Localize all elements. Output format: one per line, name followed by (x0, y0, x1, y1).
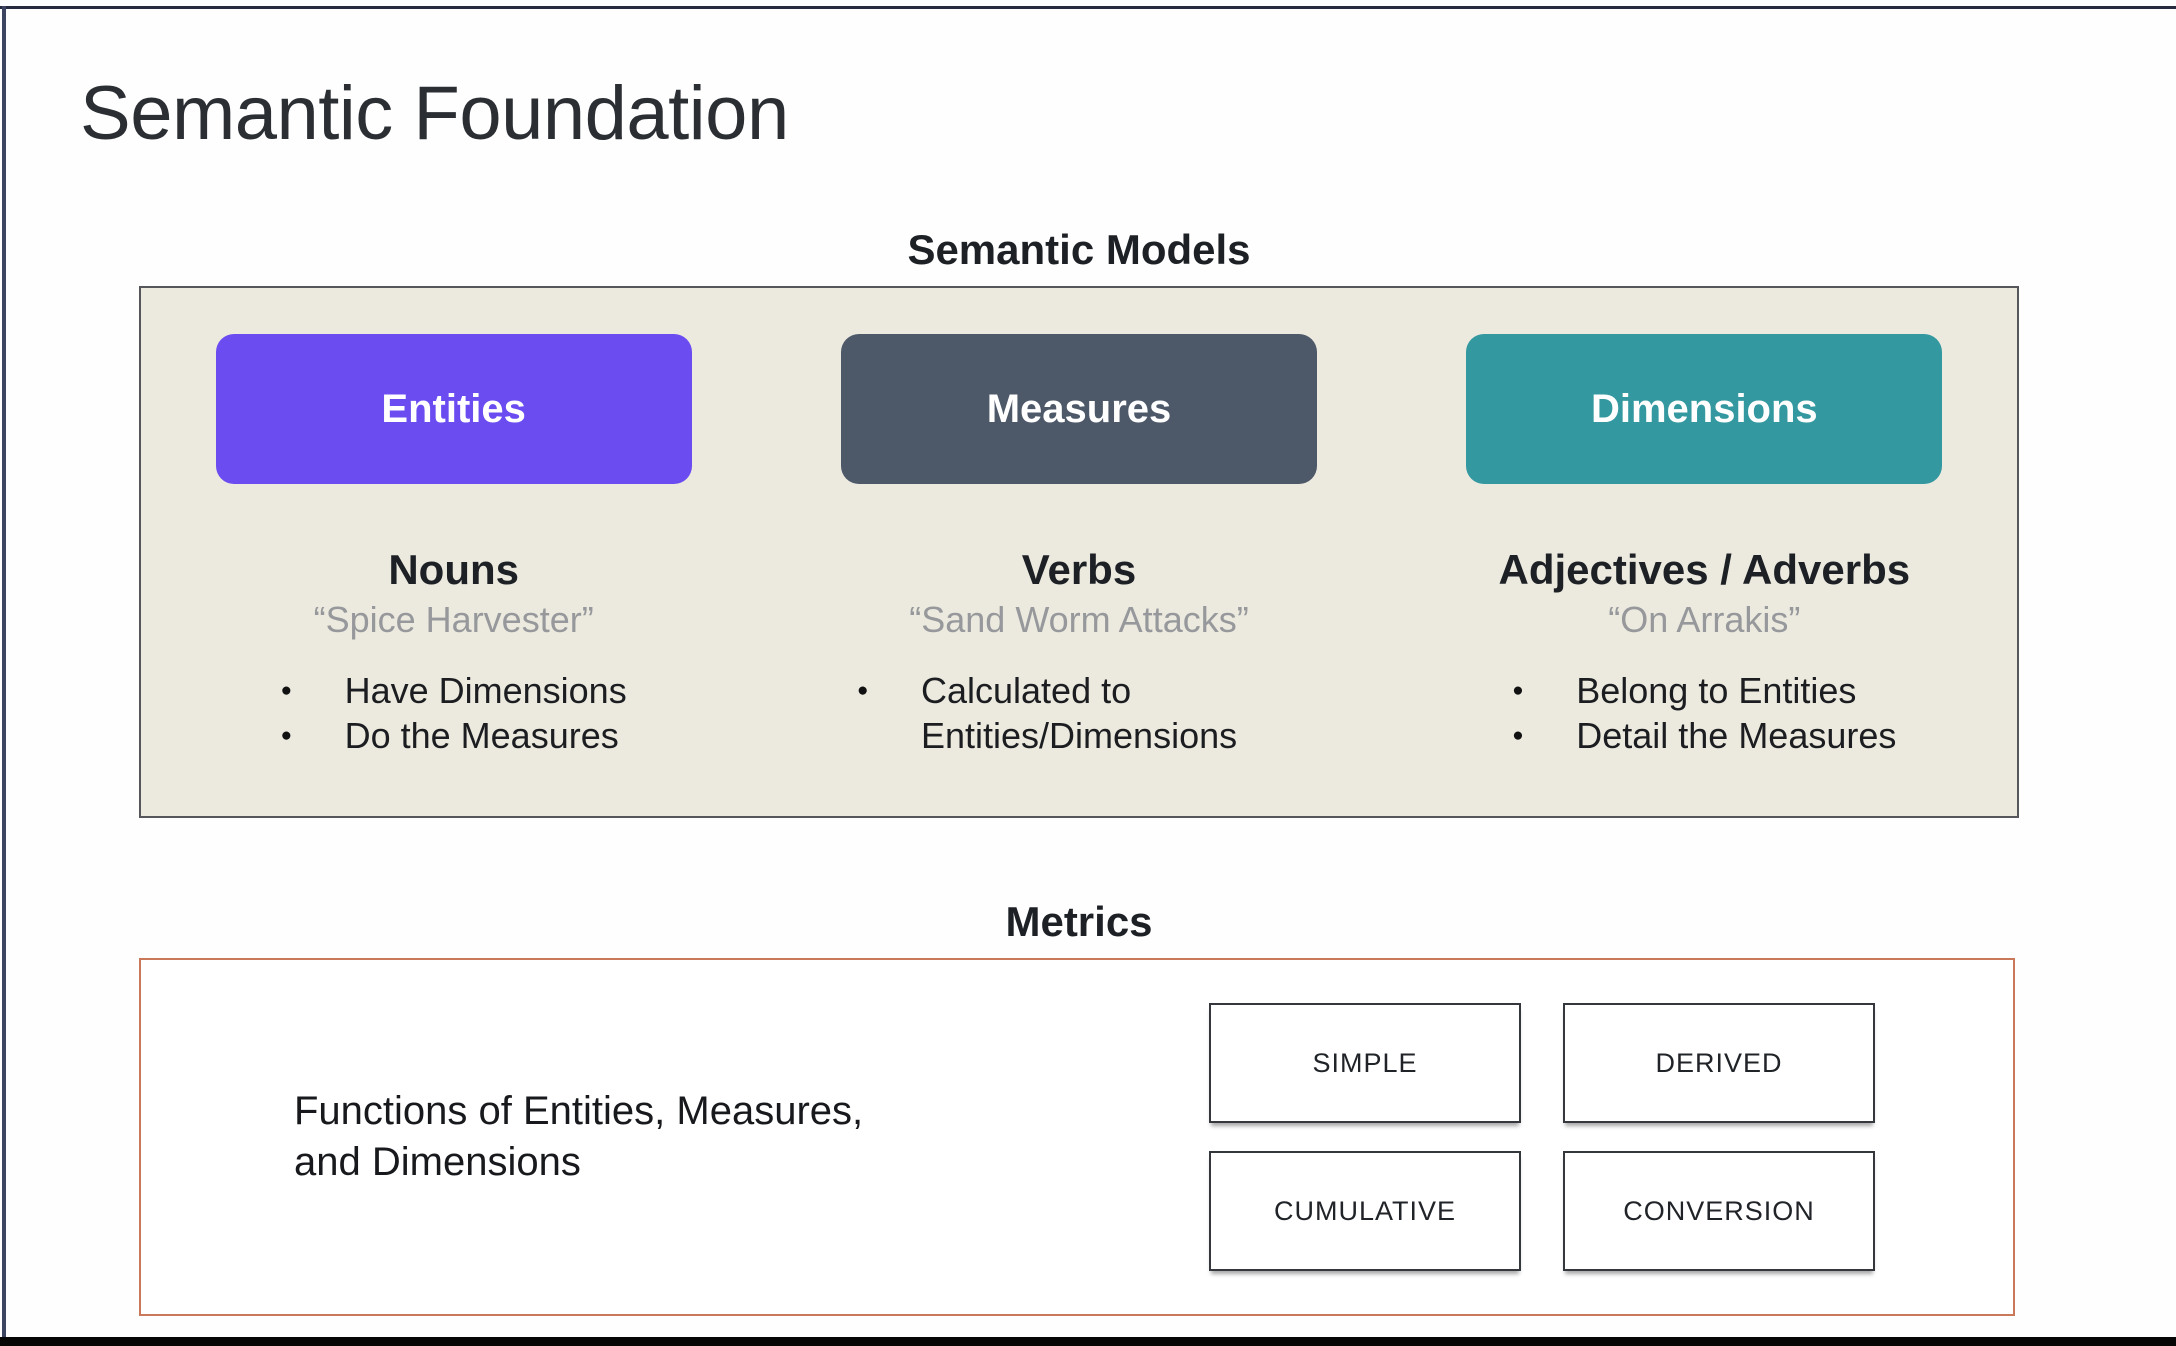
metric-type-conversion: CONVERSION (1563, 1151, 1875, 1271)
semantic-models-heading: Semantic Models (907, 226, 1251, 273)
metrics-heading: Metrics (1005, 898, 1153, 945)
list-item: ● Belong to Entities (1512, 668, 1896, 713)
metrics-description-line: Functions of Entities, Measures, (294, 1088, 864, 1133)
bullet-icon: ● (280, 725, 293, 747)
dimensions-column: Dimensions Adjectives / Adverbs “On Arra… (1392, 334, 2017, 816)
metrics-panel: Functions of Entities, Measures, and Dim… (139, 958, 2015, 1316)
metrics-description: Functions of Entities, Measures, and Dim… (294, 1086, 863, 1188)
entities-column: Entities Nouns “Spice Harvester” ● Have … (141, 334, 766, 816)
measures-part-of-speech: Verbs (1021, 546, 1137, 593)
measures-example: “Sand Worm Attacks” (909, 599, 1249, 641)
list-item-text: Have Dimensions (344, 670, 627, 712)
metrics-type-grid: SIMPLE DERIVED CUMULATIVE CONVERSION (1209, 1003, 1875, 1271)
slide-title: Semantic Foundation (80, 71, 789, 156)
window-bottom-edge (0, 1337, 2176, 1346)
window-top-edge (0, 6, 2176, 9)
list-item: ● Have Dimensions (281, 668, 627, 713)
list-item: ● Detail the Measures (1512, 713, 1896, 758)
metrics-description-line: and Dimensions (294, 1140, 581, 1184)
metric-type-derived: DERIVED (1563, 1003, 1875, 1123)
semantic-models-panel: Entities Nouns “Spice Harvester” ● Have … (139, 286, 2019, 818)
list-item: ● Do the Measures (281, 713, 627, 758)
list-item-text: Detail the Measures (1576, 715, 1897, 757)
list-item: ● Calculated to Entities/Dimensions (857, 668, 1301, 758)
dimensions-part-of-speech: Adjectives / Adverbs (1498, 546, 1911, 593)
dimensions-example: “On Arrakis” (1608, 599, 1801, 641)
measures-pill: Measures (840, 334, 1317, 484)
entities-pill: Entities (215, 334, 692, 484)
metric-type-cumulative: CUMULATIVE (1209, 1151, 1521, 1271)
dimensions-bullet-list: ● Belong to Entities ● Detail the Measur… (1512, 668, 1896, 758)
window-left-edge (2, 6, 6, 1346)
list-item-text: Belong to Entities (1576, 670, 1857, 712)
list-item-text: Do the Measures (344, 715, 619, 757)
dimensions-pill: Dimensions (1466, 334, 1943, 484)
metric-type-simple: SIMPLE (1209, 1003, 1521, 1123)
bullet-icon: ● (856, 680, 869, 702)
measures-bullet-list: ● Calculated to Entities/Dimensions (857, 668, 1301, 758)
measures-column: Measures Verbs “Sand Worm Attacks” ● Cal… (766, 334, 1391, 816)
entities-bullet-list: ● Have Dimensions ● Do the Measures (281, 668, 627, 758)
list-item-text: Calculated to Entities/Dimensions (920, 670, 1238, 757)
bullet-icon: ● (1512, 680, 1524, 702)
entities-part-of-speech: Nouns (388, 546, 519, 593)
entities-example: “Spice Harvester” (313, 599, 594, 641)
bullet-icon: ● (1512, 725, 1524, 747)
bullet-icon: ● (280, 680, 293, 702)
